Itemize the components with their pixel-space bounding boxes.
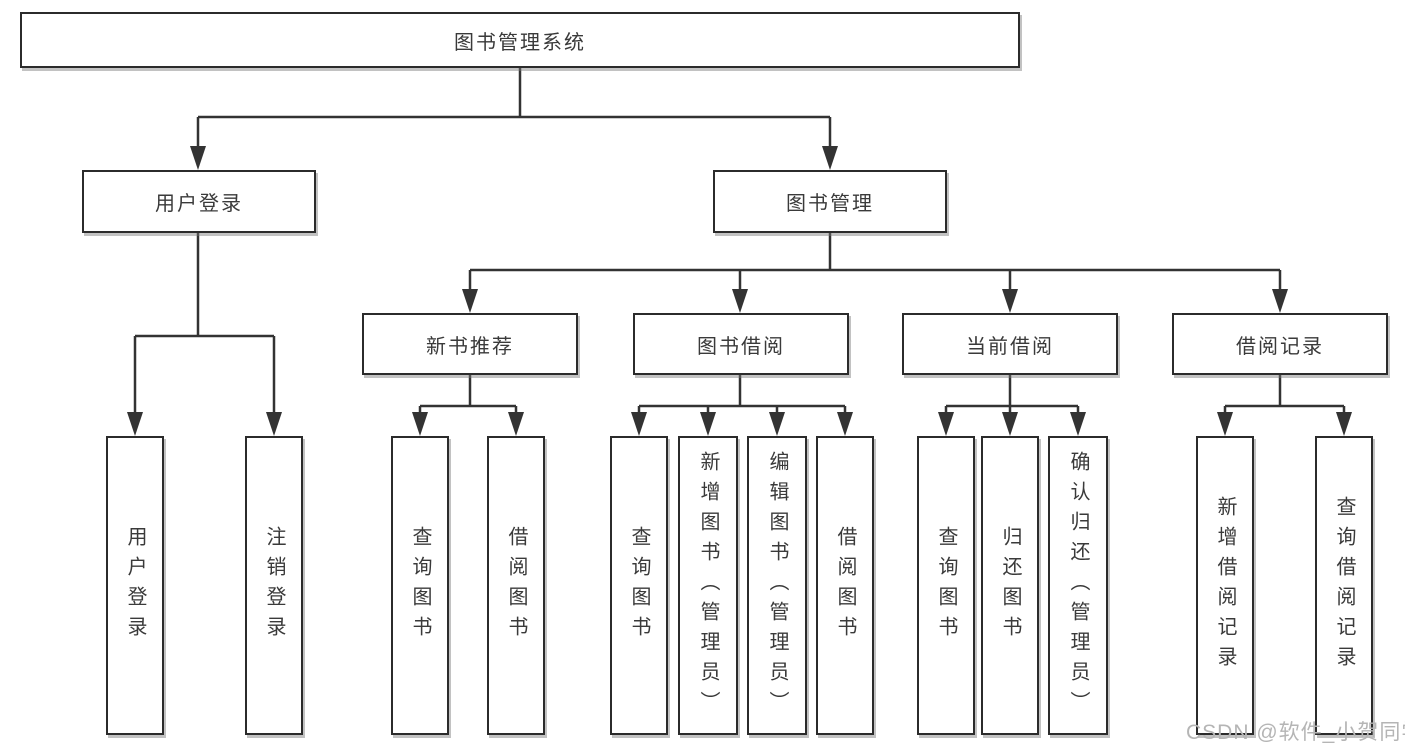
node-user-login-branch: 用户登录 <box>82 170 316 233</box>
node-label: 借阅图书 <box>505 525 527 646</box>
node-label: 当前借阅 <box>966 335 1054 358</box>
node-label: 注销登录 <box>263 525 285 646</box>
node-book-borrowing: 图书借阅 <box>633 313 849 375</box>
node-label: 新增图书（管理员） <box>697 450 719 721</box>
leaf-query-borrow-record: 查询借阅记录 <box>1315 436 1373 735</box>
node-label: 新书推荐 <box>426 335 514 358</box>
node-label: 借阅图书 <box>834 525 856 646</box>
node-label: 确认归还（管理员） <box>1067 450 1089 721</box>
leaf-confirm-return-admin: 确认归还（管理员） <box>1048 436 1108 735</box>
leaf-query-books-borrow: 查询图书 <box>610 436 668 735</box>
node-label: 归还图书 <box>999 525 1021 646</box>
connector-login-to-leaves <box>127 233 282 436</box>
leaf-edit-books-admin: 编辑图书（管理员） <box>747 436 807 735</box>
leaf-query-books-newrec: 查询图书 <box>391 436 449 735</box>
leaf-add-borrow-record: 新增借阅记录 <box>1196 436 1254 735</box>
node-label: 查询图书 <box>628 525 650 646</box>
leaf-return-books: 归还图书 <box>981 436 1039 735</box>
node-label: 用户登录 <box>124 525 146 646</box>
connector-records-to-leaves <box>1217 375 1352 436</box>
node-borrowing-records: 借阅记录 <box>1172 313 1388 375</box>
csdn-watermark: CSDN @软件_小贺同学 <box>1186 721 1405 744</box>
leaf-borrow-books: 借阅图书 <box>816 436 874 735</box>
node-label: 查询图书 <box>409 525 431 646</box>
node-label: 新增借阅记录 <box>1214 495 1236 676</box>
node-label: 图书借阅 <box>697 335 785 358</box>
leaf-user-login: 用户登录 <box>106 436 164 735</box>
connector-newrec-to-leaves <box>412 375 524 436</box>
node-label: 借阅记录 <box>1236 335 1324 358</box>
connector-current-to-leaves <box>938 375 1086 436</box>
connector-borrow-to-leaves <box>631 375 853 436</box>
leaf-logout: 注销登录 <box>245 436 303 735</box>
node-new-book-recommendation: 新书推荐 <box>362 313 578 375</box>
node-label: 用户登录 <box>155 193 243 215</box>
connector-bookmgmt-to-level3 <box>462 233 1288 313</box>
leaf-add-books-admin: 新增图书（管理员） <box>678 436 738 735</box>
node-label: 图书管理系统 <box>454 31 586 54</box>
leaf-borrow-books-newrec: 借阅图书 <box>487 436 545 735</box>
node-library-management-system: 图书管理系统 <box>20 12 1020 68</box>
connector-root-to-level2 <box>190 68 838 170</box>
node-label: 查询借阅记录 <box>1333 495 1355 676</box>
leaf-query-books-current: 查询图书 <box>917 436 975 735</box>
node-label: 查询图书 <box>935 525 957 646</box>
node-current-borrowing: 当前借阅 <box>902 313 1118 375</box>
node-book-management: 图书管理 <box>713 170 947 233</box>
node-label: 编辑图书（管理员） <box>766 450 788 721</box>
node-label: 图书管理 <box>786 193 874 215</box>
